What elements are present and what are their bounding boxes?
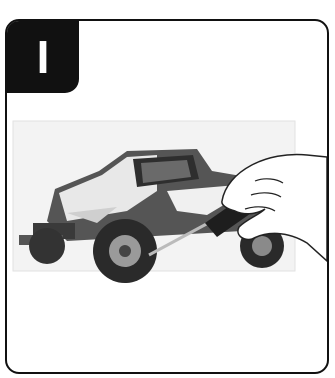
instruction-step-panel: I xyxy=(5,19,329,374)
rc-truck-screwdriver-illustration xyxy=(7,111,327,311)
step-number-badge: I xyxy=(7,21,79,93)
step-number: I xyxy=(37,34,50,80)
